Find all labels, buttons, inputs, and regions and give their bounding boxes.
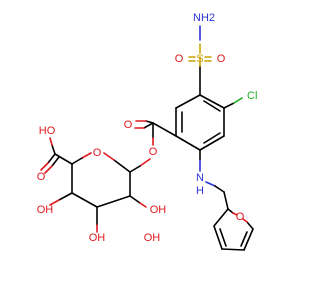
bond [240, 231, 248, 247]
bond [143, 122, 154, 129]
amine-nh-label: N [196, 172, 204, 184]
molecule-structure: NH2 O S O Cl O O N H O O HO O OH OH OH O… [37, 12, 258, 251]
sulfonyl-o-right-label: O [217, 53, 226, 65]
ester-link-o-label: O [149, 146, 158, 158]
bond [51, 156, 60, 167]
bond [49, 137, 53, 146]
bond [227, 208, 234, 214]
bond [243, 228, 254, 251]
furan-o-label: O [236, 211, 245, 223]
hydroxyl-3-label: OH [89, 232, 106, 244]
bond [54, 153, 73, 165]
bond [242, 218, 248, 223]
bond [71, 192, 98, 208]
bond [223, 191, 229, 210]
bond [232, 212, 238, 216]
bond [205, 181, 216, 187]
bond [233, 97, 243, 104]
bond [152, 122, 177, 137]
bond [139, 202, 147, 208]
bond [223, 102, 235, 109]
atom-labels: NH2 O S O Cl O O N H O O HO O OH OH OH O… [37, 12, 258, 244]
sulfonamide-nh2-label: NH2 [193, 12, 215, 24]
bond [199, 94, 225, 109]
bond [221, 248, 245, 251]
bond [139, 158, 151, 167]
bond [246, 221, 254, 230]
ester-carbonyl-o-label: O [124, 119, 133, 131]
bond [40, 162, 49, 171]
acid-oh-label: HO [39, 125, 56, 137]
bond [113, 159, 131, 173]
bond [49, 199, 60, 206]
bond [47, 153, 56, 164]
bond [44, 165, 53, 174]
amine-h-label: H [196, 185, 204, 197]
bond [214, 185, 225, 193]
bond [129, 195, 141, 204]
bond [199, 135, 225, 151]
chloro-label: Cl [247, 90, 257, 102]
hydroxyl-2-label: OH [37, 204, 54, 216]
bond [175, 135, 201, 151]
sulfonyl-o-left-label: O [175, 53, 184, 65]
bond [103, 152, 115, 161]
bond [58, 192, 73, 201]
bond [213, 208, 229, 227]
bond [213, 225, 223, 250]
bond [129, 165, 141, 173]
bond [219, 228, 227, 247]
hydroxyl-1-label: OH [150, 204, 167, 216]
sulfonyl-s-label: S [196, 53, 203, 65]
bond [203, 132, 221, 144]
hydroxyl-4-label: OH [144, 232, 161, 244]
bond [175, 94, 201, 109]
ring-o-label: O [93, 147, 102, 159]
bond [203, 100, 221, 112]
bond [145, 120, 154, 124]
bonds [40, 25, 254, 251]
bond [51, 144, 56, 155]
bond [71, 157, 83, 165]
acid-carbonyl-o-label: O [37, 171, 46, 183]
bond [96, 195, 131, 208]
bond [81, 152, 92, 159]
